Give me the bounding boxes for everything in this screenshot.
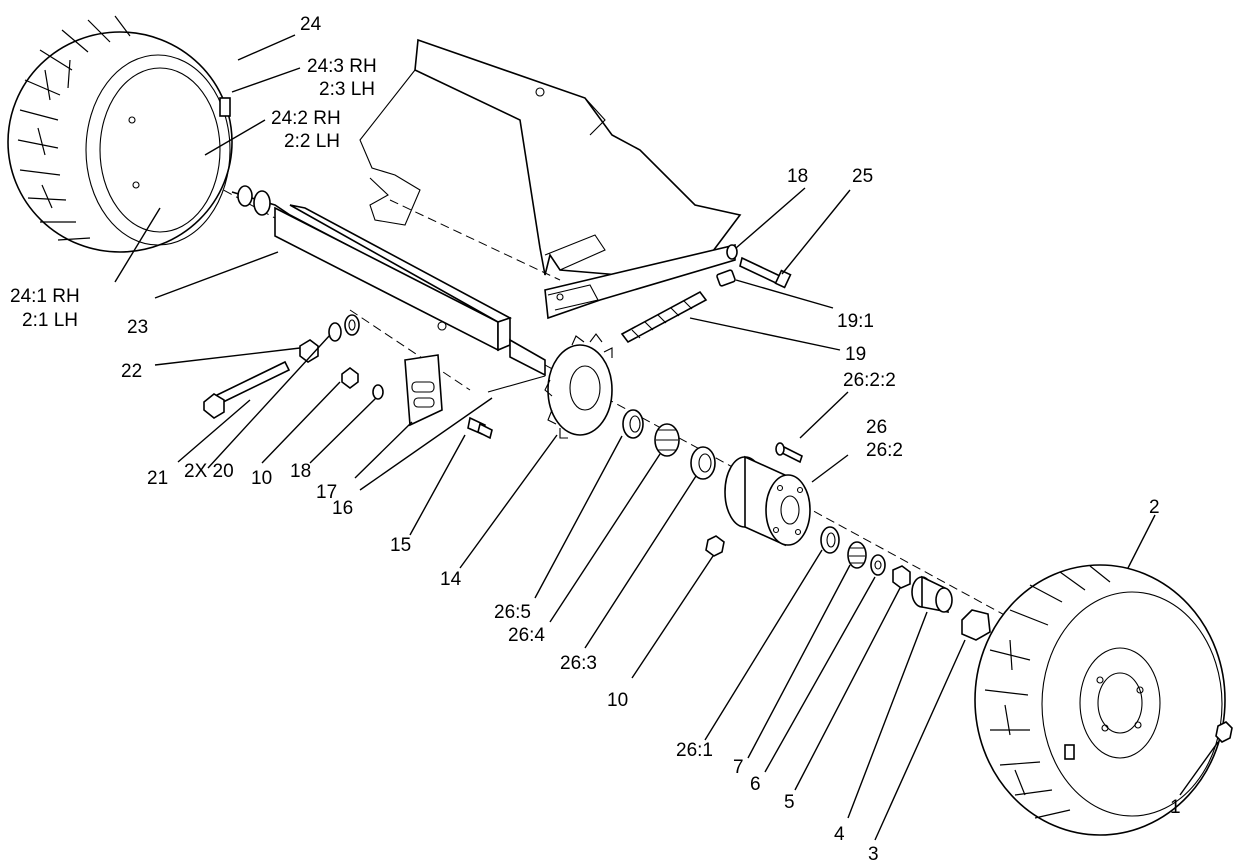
label-2: 2 <box>1149 497 1160 518</box>
bracket-17 <box>404 354 443 427</box>
label-5: 5 <box>784 792 795 813</box>
label-26-2: 26:2 <box>866 440 903 461</box>
sprocket-14 <box>544 333 613 439</box>
label-4: 4 <box>834 824 845 845</box>
washer-6 <box>870 554 886 576</box>
nut-10-left <box>341 367 359 389</box>
right-tire <box>974 564 1226 836</box>
label-22: 22 <box>121 361 142 382</box>
callout-labels: 24 24:3 RH 2:3 LH 24:2 RH 2:2 LH 24:1 RH… <box>10 14 1181 865</box>
axle <box>231 185 546 377</box>
label-26-3: 26:3 <box>560 653 597 674</box>
hub-26 <box>724 455 811 547</box>
label-26: 26 <box>866 417 887 438</box>
bolt-25 <box>739 256 792 289</box>
seal-26-5 <box>622 409 644 439</box>
washer-18-right <box>726 244 738 260</box>
label-26-4: 26:4 <box>508 625 545 646</box>
label-26-1: 26:1 <box>676 740 713 761</box>
pin-16 <box>487 375 546 393</box>
label-2x-20: 2X 20 <box>184 461 234 482</box>
race-26-3 <box>690 446 716 480</box>
nut-5 <box>892 565 911 589</box>
label-25: 25 <box>852 166 873 187</box>
label-24-3-rh: 24:3 RH <box>307 56 377 77</box>
label-24: 24 <box>300 14 322 35</box>
label-18-right: 18 <box>787 166 808 187</box>
label-24-1-rh: 24:1 RH <box>10 286 80 307</box>
chain-connector <box>716 269 736 287</box>
label-18-left: 18 <box>290 461 311 482</box>
bearing-26-4 <box>654 423 680 457</box>
label-19: 19 <box>845 344 866 365</box>
label-6: 6 <box>750 774 761 795</box>
label-1: 1 <box>1170 797 1181 818</box>
frame-bracket <box>359 38 742 320</box>
label-19-1: 19:1 <box>837 311 874 332</box>
leader-lines <box>114 34 1219 841</box>
bearing-7 <box>847 541 867 569</box>
chain <box>620 290 708 344</box>
lug-nut-1 <box>1215 721 1233 743</box>
race-26-1 <box>820 526 840 554</box>
label-16: 16 <box>332 498 353 519</box>
bolt-21 <box>203 360 291 419</box>
label-14: 14 <box>440 569 462 590</box>
label-10-lower: 10 <box>607 690 628 711</box>
label-2-3-lh: 2:3 LH <box>319 79 375 100</box>
nut-10-lower <box>705 535 725 557</box>
label-17: 17 <box>316 482 337 503</box>
label-3: 3 <box>868 844 879 865</box>
nut-22 <box>299 339 319 363</box>
bolt-15 <box>467 416 493 440</box>
dust-cap-4 <box>911 575 953 613</box>
label-23: 23 <box>127 317 148 338</box>
label-26-2-2: 26:2:2 <box>843 370 896 391</box>
stud-26-2-2 <box>775 442 803 464</box>
washer-18-left <box>372 384 384 400</box>
label-24-2-rh: 24:2 RH <box>271 108 341 129</box>
label-21: 21 <box>147 468 168 489</box>
label-7: 7 <box>733 757 744 778</box>
label-26-5: 26:5 <box>494 602 531 623</box>
label-2-2-lh: 2:2 LH <box>284 131 340 152</box>
label-10-left: 10 <box>251 468 272 489</box>
sprocket-centerline <box>349 309 471 391</box>
label-2-1-lh: 2:1 LH <box>22 310 78 331</box>
washers-20 <box>328 314 360 342</box>
cap-3 <box>961 609 991 641</box>
label-15: 15 <box>390 535 411 556</box>
left-tire <box>7 15 233 253</box>
